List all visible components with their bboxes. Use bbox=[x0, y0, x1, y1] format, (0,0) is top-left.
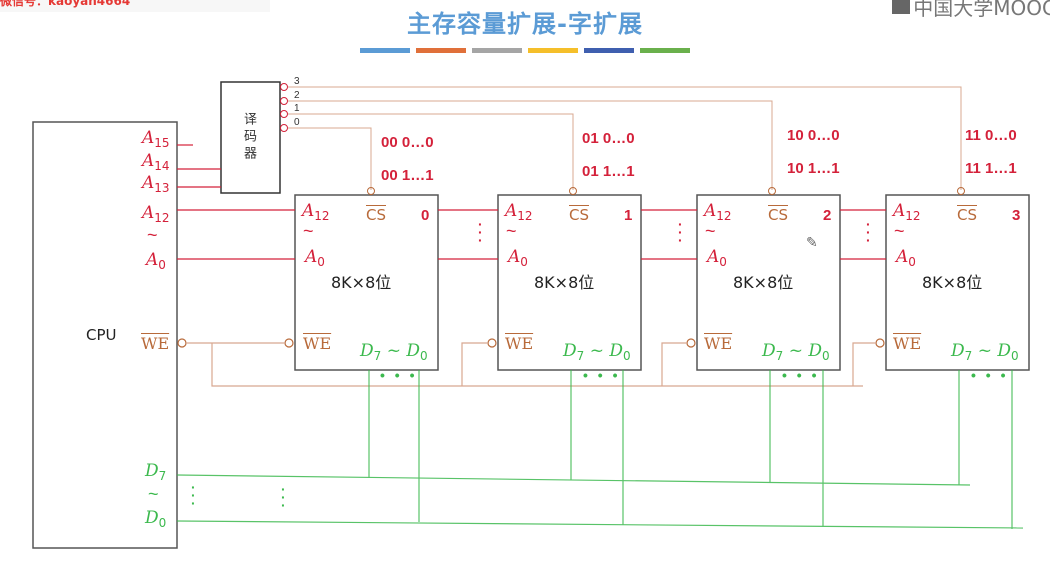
decoder-label: 译码器 bbox=[241, 112, 256, 163]
decoder-out-1: 1 bbox=[294, 103, 300, 114]
chip-2-index: 2 bbox=[823, 207, 832, 224]
chip-0-range-end: 00 1…1 bbox=[381, 167, 434, 184]
chip-0-we: WE bbox=[303, 334, 332, 353]
decoder-out-3-wire bbox=[288, 86, 962, 190]
color-bars bbox=[360, 48, 690, 53]
chip-0-data-ellipsis: • • • bbox=[380, 367, 418, 383]
address-bus-vdots: ··· bbox=[478, 216, 483, 248]
cpu-d7-label: D7 bbox=[145, 461, 167, 483]
chip-1-index: 1 bbox=[624, 207, 633, 224]
color-bar bbox=[528, 48, 578, 53]
chip-0-range-start: 00 0…0 bbox=[381, 134, 434, 151]
cpu-a15-label: A15 bbox=[142, 128, 170, 150]
cpu-d0-label: D0 bbox=[145, 508, 167, 530]
address-bus-vdots: ··· bbox=[866, 216, 871, 248]
decoder-box bbox=[220, 81, 281, 194]
decoder-out-0-wire bbox=[288, 127, 372, 190]
cpu-data-tilde: ~ bbox=[148, 484, 159, 504]
chip-3-data-range: D7 ~ D0 bbox=[951, 341, 1019, 363]
mooc-logo: 中国大学MOOC bbox=[892, 0, 1050, 21]
chip-2-a0: A0 bbox=[707, 247, 727, 269]
chip-3-capacity: 8K×8位 bbox=[922, 273, 983, 292]
chip-box-2 bbox=[696, 194, 841, 371]
chip-2-tilde: ~ bbox=[705, 221, 716, 241]
slide-title: 主存容量扩展-字扩展 bbox=[407, 10, 643, 38]
cpu-label: CPU bbox=[86, 326, 117, 344]
chip-box-0 bbox=[294, 194, 439, 371]
chip-2-data-ellipsis: • • • bbox=[782, 367, 820, 383]
chip-0-index: 0 bbox=[421, 207, 430, 224]
cpu-we-label: WE bbox=[141, 334, 170, 353]
cpu-address-tilde: ~ bbox=[147, 225, 158, 245]
cpu-box bbox=[32, 121, 178, 549]
d0-bus-wire bbox=[176, 520, 1024, 529]
decoder-out-2-wire bbox=[288, 100, 773, 190]
chip-2-data-range: D7 ~ D0 bbox=[762, 341, 830, 363]
chip-2-range-end: 10 1…1 bbox=[787, 160, 840, 177]
logo-cube-icon bbox=[892, 0, 911, 14]
chip-1-a12: A12 bbox=[505, 201, 533, 223]
chip-2-a12: A12 bbox=[704, 201, 732, 223]
chip-0-a12: A12 bbox=[302, 201, 330, 223]
decoder-out-3: 3 bbox=[294, 76, 300, 87]
decoder-out-0: 0 bbox=[294, 117, 300, 128]
cpu-a0-label: A0 bbox=[146, 250, 166, 272]
chip-2-cs: CS bbox=[768, 206, 788, 224]
chip-box-3 bbox=[885, 194, 1030, 371]
color-bar bbox=[416, 48, 466, 53]
chip-0-capacity: 8K×8位 bbox=[331, 273, 392, 292]
color-bar bbox=[472, 48, 522, 53]
chip-3-we: WE bbox=[893, 334, 922, 353]
data-bus-vdots: ··· bbox=[191, 479, 196, 511]
chip-0-cs: CS bbox=[366, 206, 386, 224]
chip-1-data-ellipsis: • • • bbox=[583, 367, 621, 383]
chip-1-range-end: 01 1…1 bbox=[582, 163, 635, 180]
chip-0-tilde: ~ bbox=[303, 221, 314, 241]
chip-box-1 bbox=[497, 194, 642, 371]
chip-3-data-ellipsis: • • • bbox=[971, 367, 1009, 383]
cpu-a13-label: A13 bbox=[142, 173, 170, 195]
chip-1-data-range: D7 ~ D0 bbox=[563, 341, 631, 363]
cpu-a12-label: A12 bbox=[142, 203, 170, 225]
chip-0-a0: A0 bbox=[305, 247, 325, 269]
d7-bus-wire bbox=[176, 474, 971, 486]
data-bus-vdots: ··· bbox=[281, 481, 286, 513]
color-bar bbox=[360, 48, 410, 53]
chip-2-capacity: 8K×8位 bbox=[733, 273, 794, 292]
chip-0-data-range: D7 ~ D0 bbox=[360, 341, 428, 363]
address-bus-vdots: ··· bbox=[678, 216, 683, 248]
chip-3-a12: A12 bbox=[893, 201, 921, 223]
decoder-out-2: 2 bbox=[294, 90, 300, 101]
decoder-out-1-wire bbox=[288, 113, 574, 190]
chip-3-range-end: 11 1…1 bbox=[965, 160, 1017, 177]
chip-3-index: 3 bbox=[1012, 207, 1021, 224]
color-bar bbox=[640, 48, 690, 53]
watermark: 微信号：kaoyan4664 bbox=[0, 0, 270, 12]
chip-3-cs: CS bbox=[957, 206, 977, 224]
chip-3-range-start: 11 0…0 bbox=[965, 127, 1017, 144]
chip-2-range-start: 10 0…0 bbox=[787, 127, 840, 144]
chip-2-we: WE bbox=[704, 334, 733, 353]
chip-1-a0: A0 bbox=[508, 247, 528, 269]
chip-1-cs: CS bbox=[569, 206, 589, 224]
chip-3-a0: A0 bbox=[896, 247, 916, 269]
chip-1-capacity: 8K×8位 bbox=[534, 273, 595, 292]
chip-3-tilde: ~ bbox=[894, 221, 905, 241]
cpu-a14-label: A14 bbox=[142, 151, 170, 173]
chip-1-we: WE bbox=[505, 334, 534, 353]
pencil-cursor-icon: ✎ bbox=[806, 234, 818, 250]
color-bar bbox=[584, 48, 634, 53]
chip-1-range-start: 01 0…0 bbox=[582, 130, 635, 147]
chip-1-tilde: ~ bbox=[506, 221, 517, 241]
